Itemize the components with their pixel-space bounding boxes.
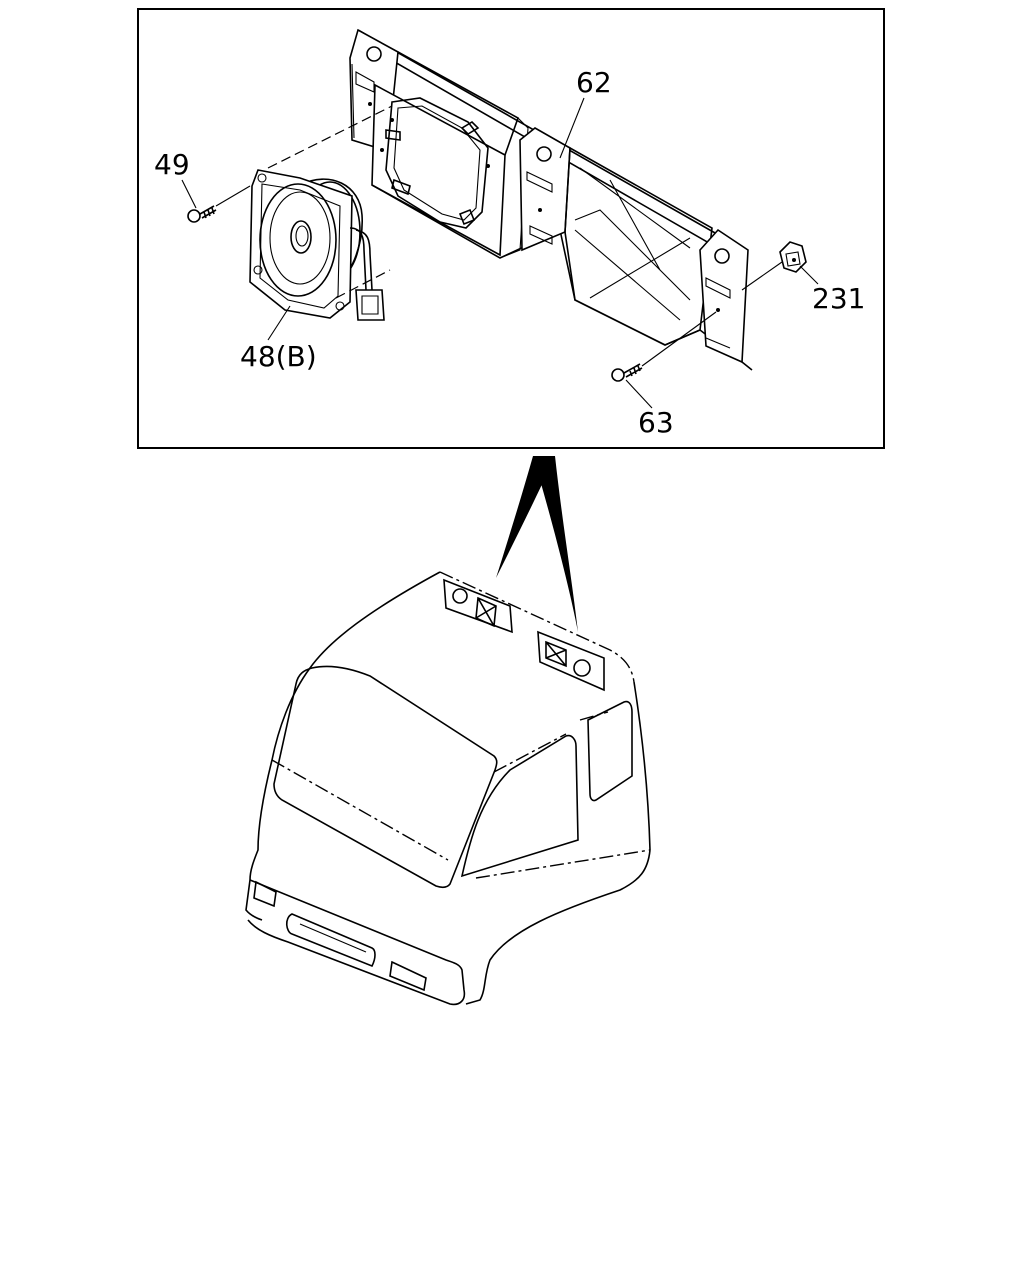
pointer-arrow-left	[496, 456, 555, 578]
leader-line	[267, 305, 291, 341]
assembly-line	[641, 311, 717, 367]
leader-line	[559, 97, 585, 159]
screw-63-drawing	[611, 363, 643, 382]
leader-line	[625, 379, 653, 409]
detail-inset-frame	[137, 8, 885, 449]
assembly-line	[215, 185, 251, 207]
leader-line	[181, 179, 197, 209]
callout-49: 49	[154, 148, 190, 181]
clip-231-drawing	[779, 241, 807, 273]
callout-48b: 48(B)	[240, 340, 317, 373]
callout-231: 231	[812, 282, 865, 315]
pointer-arrow-right	[533, 456, 578, 632]
leader-line	[799, 265, 819, 285]
callout-62: 62	[576, 66, 612, 99]
callout-63: 63	[638, 406, 674, 439]
assembly-line	[335, 269, 391, 299]
screw-49-drawing	[187, 205, 217, 223]
speaker-unit-drawing	[249, 169, 385, 321]
truck-cab-drawing	[245, 571, 651, 1006]
speaker-bracket-drawing	[349, 28, 753, 371]
assembly-line	[741, 261, 783, 291]
assembly-line	[267, 105, 393, 169]
